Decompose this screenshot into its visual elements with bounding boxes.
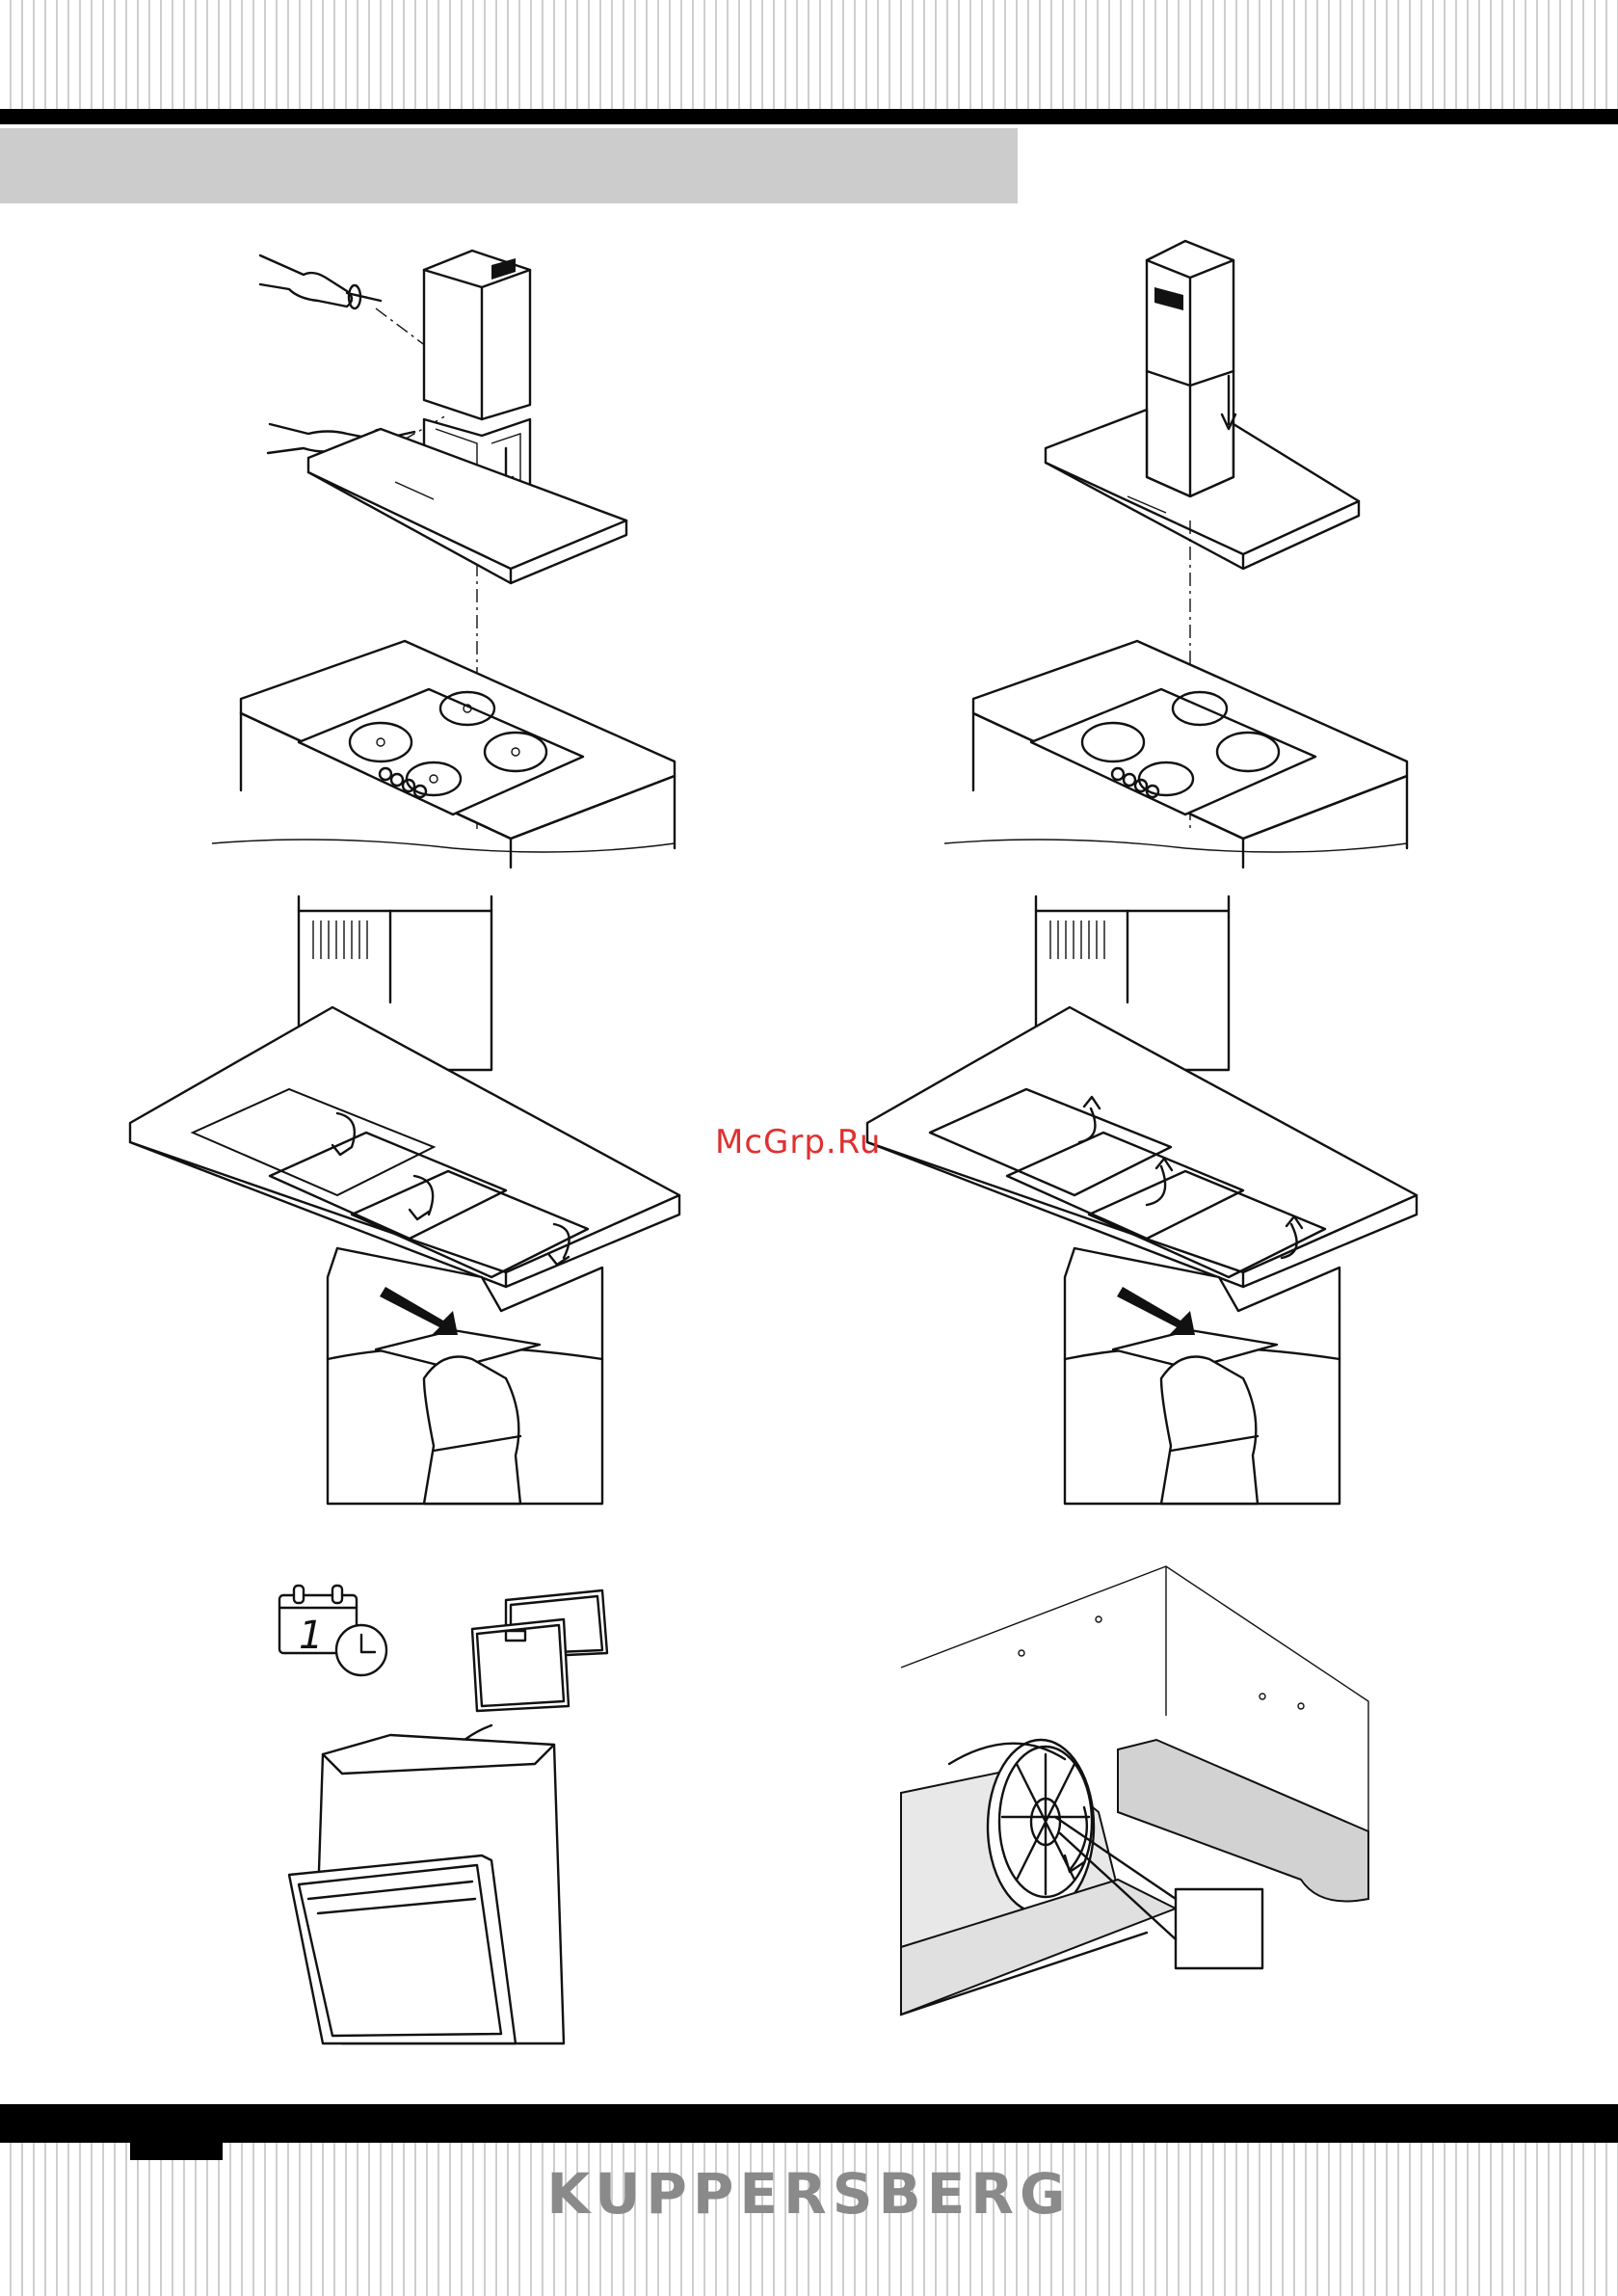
calendar-day-number: 1 xyxy=(299,1614,323,1658)
bottom-black-bar xyxy=(0,2104,1618,2143)
chimney-install-figure xyxy=(212,231,694,858)
brand-logo-text: KUPPERSBERG xyxy=(0,2161,1618,2227)
clock-icon xyxy=(336,1625,386,1675)
chimney-lowered-figure xyxy=(944,231,1426,858)
top-black-bar xyxy=(0,109,1618,124)
motor-fan-figure xyxy=(896,1562,1378,2043)
watermark-text: McGrp.Ru xyxy=(715,1123,881,1161)
filter-removal-figure xyxy=(125,896,703,1513)
page-number-tab xyxy=(130,2143,223,2160)
section-title-banner xyxy=(0,128,1018,203)
dishwasher-cleaning-figure: 1 xyxy=(275,1571,641,2072)
top-stripe-pattern xyxy=(0,0,1618,109)
filter-refit-figure xyxy=(862,896,1441,1513)
